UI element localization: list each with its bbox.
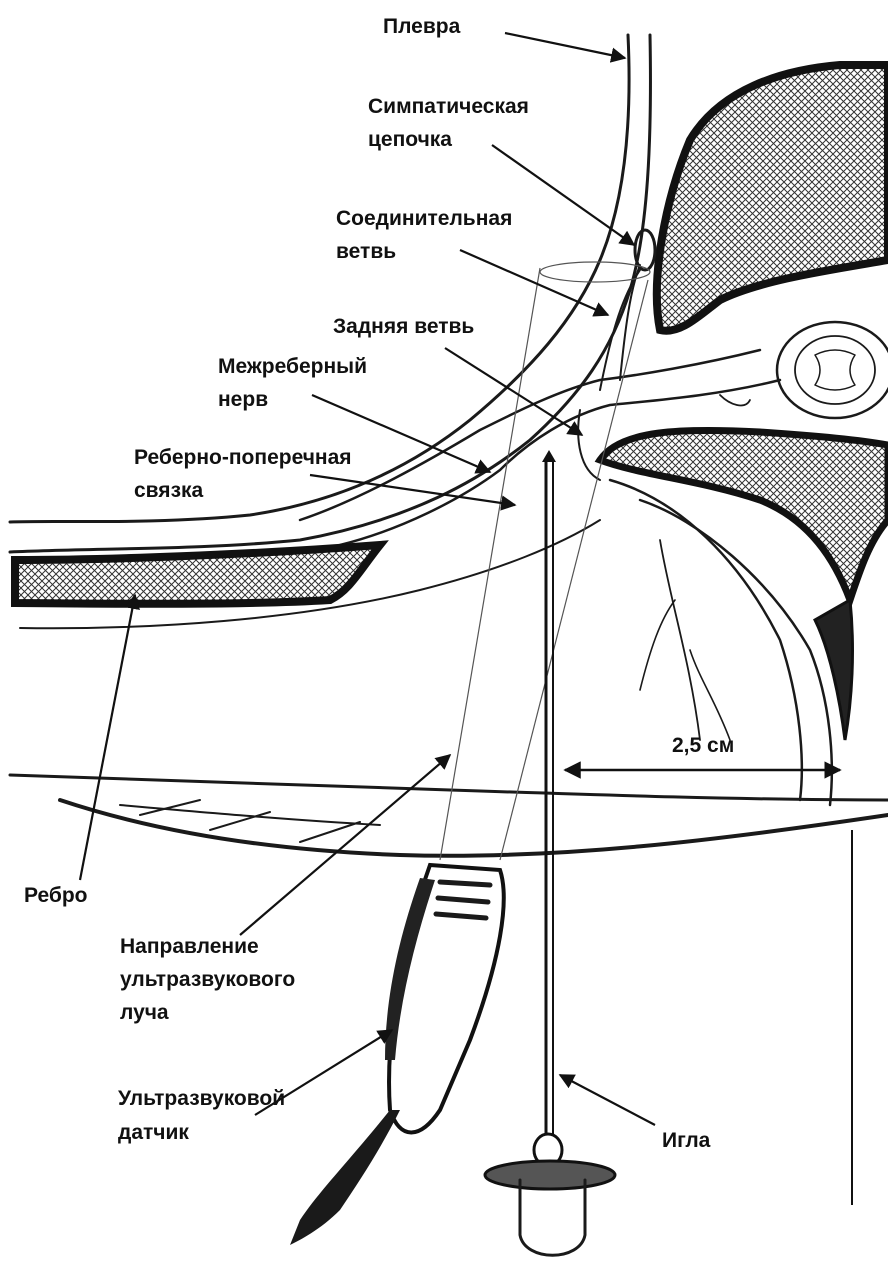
label-costotransverse-ligament-line2: связка <box>134 479 204 502</box>
label-pleura: Плевра <box>383 15 461 38</box>
pleura <box>10 35 650 552</box>
skin <box>10 775 888 856</box>
fibers <box>640 540 730 740</box>
label-needle: Игла <box>662 1129 711 1152</box>
label-connecting-branch-line1: Соединительная <box>336 207 512 230</box>
label-posterior-branch: Задняя ветвь <box>333 315 474 338</box>
label-beam-direction-line3: луча <box>120 1001 169 1024</box>
vertebral-body <box>657 65 888 331</box>
ultrasound-probe <box>290 865 504 1245</box>
label-ultrasound-probe-line2: датчик <box>118 1121 189 1144</box>
spinous-process <box>815 600 852 740</box>
label-distance: 2,5 см <box>672 734 734 757</box>
label-sympathetic-chain-line2: цепочка <box>368 128 452 151</box>
label-beam-direction-line2: ультразвукового <box>120 968 295 991</box>
label-rib: Ребро <box>24 884 88 907</box>
transverse-process <box>600 430 888 600</box>
label-costotransverse-ligament-line1: Реберно-поперечная <box>134 446 352 469</box>
lamina-outline <box>640 500 832 805</box>
rib-bone <box>15 545 380 604</box>
label-beam-direction-line1: Направление <box>120 935 259 958</box>
spinal-cord <box>777 322 888 418</box>
label-intercostal-nerve-line1: Межреберный <box>218 355 367 378</box>
label-intercostal-nerve-line2: нерв <box>218 388 268 411</box>
label-sympathetic-chain-line1: Симпатическая <box>368 95 529 118</box>
label-ultrasound-probe-line1: Ультразвуковой <box>118 1087 285 1110</box>
label-connecting-branch-line2: ветвь <box>336 240 396 263</box>
